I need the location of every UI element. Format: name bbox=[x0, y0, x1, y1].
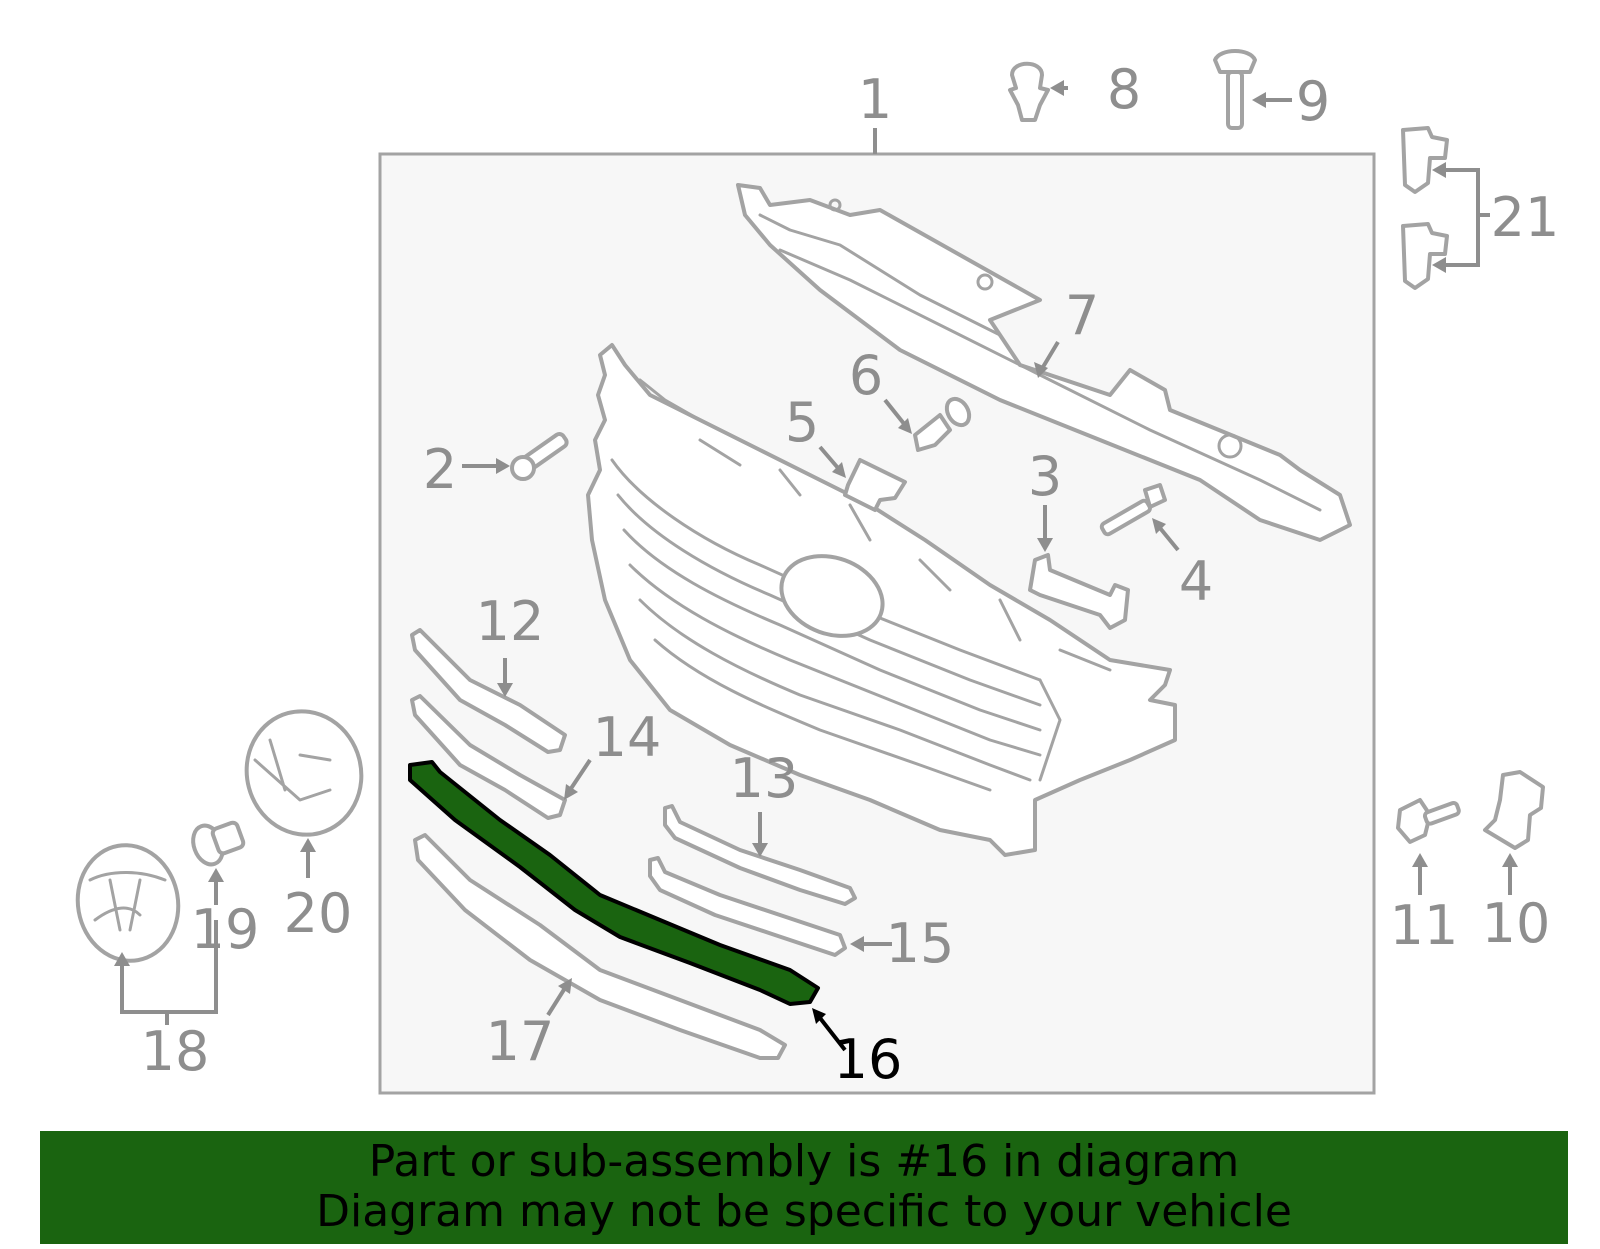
part-3-bracket[interactable] bbox=[1028, 553, 1130, 630]
leader-14 bbox=[568, 758, 592, 792]
part-13-molding[interactable] bbox=[663, 804, 857, 906]
leader-16 bbox=[818, 1016, 847, 1052]
callout-13: 13 bbox=[730, 747, 799, 810]
callout-5: 5 bbox=[785, 391, 819, 454]
part-16-molding-highlighted[interactable] bbox=[408, 760, 820, 1006]
callout-3: 3 bbox=[1028, 445, 1062, 508]
part-6-push-pin[interactable] bbox=[913, 395, 974, 452]
part-15-molding[interactable] bbox=[648, 856, 847, 957]
callout-15: 15 bbox=[886, 912, 955, 975]
part-14-molding[interactable] bbox=[410, 694, 567, 820]
leader-6 bbox=[883, 398, 907, 427]
part-20-bracket[interactable] bbox=[233, 698, 375, 847]
part-5-clip[interactable] bbox=[843, 458, 907, 512]
callout-20: 20 bbox=[284, 882, 353, 945]
callout-18: 18 bbox=[141, 1020, 210, 1083]
callout-9: 9 bbox=[1296, 70, 1330, 133]
callout-17: 17 bbox=[486, 1010, 555, 1073]
part-7-upper-shield[interactable] bbox=[736, 183, 1352, 542]
part-4-bolt[interactable] bbox=[1099, 483, 1167, 537]
callout-12: 12 bbox=[476, 590, 545, 653]
part-12-molding[interactable] bbox=[410, 628, 567, 754]
callout-8: 8 bbox=[1107, 58, 1141, 121]
part-2-screw[interactable] bbox=[510, 432, 569, 481]
callout-7: 7 bbox=[1065, 284, 1099, 347]
part-19-grommet[interactable] bbox=[188, 820, 246, 868]
banner-line-1: Part or sub-assembly is #16 in diagram bbox=[368, 1136, 1240, 1187]
leader-17 bbox=[546, 986, 567, 1017]
part-9-bolt[interactable] bbox=[1213, 49, 1257, 130]
callout-16: 16 bbox=[834, 1028, 903, 1091]
banner-line-2: Diagram may not be specific to your vehi… bbox=[316, 1186, 1292, 1237]
callout-21: 21 bbox=[1491, 186, 1560, 249]
info-banner: Part or sub-assembly is #16 in diagram D… bbox=[40, 1131, 1568, 1244]
callout-2: 2 bbox=[423, 438, 457, 501]
leader-4 bbox=[1158, 526, 1180, 552]
callout-11: 11 bbox=[1390, 894, 1459, 957]
part-21-retainers[interactable] bbox=[1401, 126, 1449, 290]
callout-1: 1 bbox=[858, 68, 892, 131]
part-10-bracket[interactable] bbox=[1483, 770, 1545, 850]
part-8-clip[interactable] bbox=[1008, 61, 1050, 122]
part-18-emblem[interactable] bbox=[69, 837, 188, 969]
leader-5 bbox=[818, 445, 840, 470]
callout-19: 19 bbox=[191, 898, 260, 961]
callout-6: 6 bbox=[849, 344, 883, 407]
callout-10: 10 bbox=[1482, 892, 1551, 955]
part-grille-main[interactable] bbox=[586, 343, 1177, 857]
leader-21 bbox=[1440, 168, 1480, 267]
callout-14: 14 bbox=[593, 706, 662, 769]
callout-4: 4 bbox=[1179, 550, 1213, 613]
part-17-molding[interactable] bbox=[413, 833, 787, 1060]
part-11-bolt[interactable] bbox=[1396, 798, 1461, 844]
